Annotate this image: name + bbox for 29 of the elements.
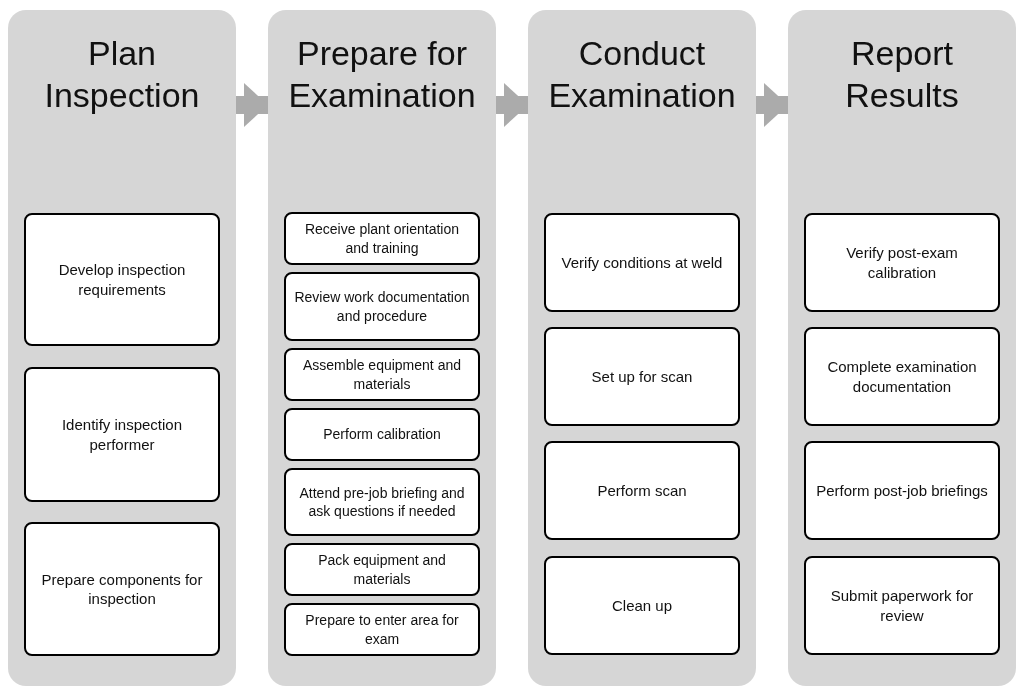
arrow <box>496 83 528 127</box>
step-box: Attend pre-job briefing and ask questions if needed <box>284 468 480 536</box>
step-box: Prepare to enter area for exam <box>284 603 480 656</box>
column-title: Report Results <box>844 33 960 116</box>
step-box: Set up for scan <box>544 327 740 426</box>
column-panel <box>268 10 496 686</box>
step-box: Develop inspection requirements <box>24 213 220 346</box>
arrow <box>236 83 268 127</box>
step-box: Perform scan <box>544 441 740 540</box>
step-box: Submit paperwork for review <box>804 556 1000 655</box>
step-box: Identify inspection performer <box>24 367 220 502</box>
step-box: Review work documentation and procedure <box>284 272 480 341</box>
step-box: Prepare components for inspection <box>24 522 220 656</box>
step-box: Perform post-job briefings <box>804 441 1000 540</box>
step-box: Pack equipment and materials <box>284 543 480 596</box>
column-title: Conduct Examination <box>547 33 737 116</box>
column-panel <box>8 10 236 686</box>
step-box: Assemble equipment and materials <box>284 348 480 401</box>
step-box: Verify post-exam calibration <box>804 213 1000 312</box>
step-box: Receive plant orientation and training <box>284 212 480 265</box>
column-title: Prepare for Examination <box>287 33 477 116</box>
step-box: Verify conditions at weld <box>544 213 740 312</box>
column-panel <box>528 10 756 686</box>
step-box: Complete examination documentation <box>804 327 1000 426</box>
column-title: Plan Inspection <box>43 33 201 116</box>
arrow <box>756 83 788 127</box>
step-box: Clean up <box>544 556 740 655</box>
column-panel <box>788 10 1016 686</box>
step-box: Perform calibration <box>284 408 480 461</box>
